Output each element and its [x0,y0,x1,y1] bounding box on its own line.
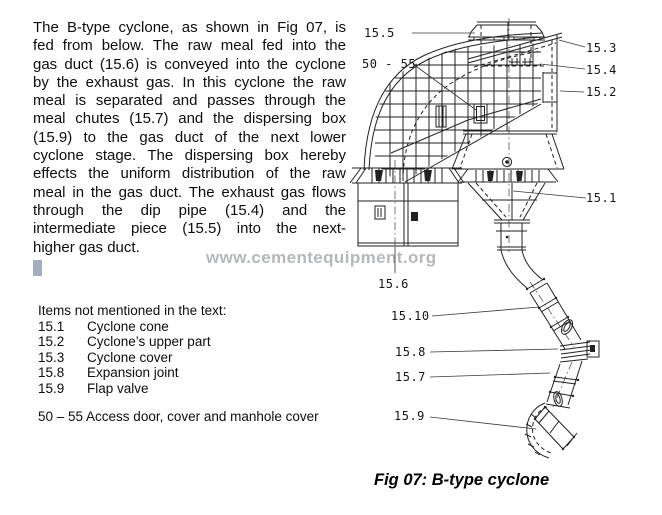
paragraph-line: (15.9) to the gas duct of the next lower [33,128,346,146]
figure-label-15-1: 15.1 [586,191,617,205]
figure-label-15-5: 15.5 [364,26,395,40]
item-number: 15.3 [38,349,65,365]
cyclone-cone-drawing [467,156,546,251]
cyclone-cover-drawing [467,32,563,68]
paragraph-line: through the dip pipe (15.4) and the [33,201,346,219]
paragraph-line: effects the uniform distribution of the … [33,165,346,183]
item-number: 15.9 [38,380,65,396]
figure-label-15-2: 15.2 [586,85,617,99]
paragraph-line: meal chutes (15.7) and the dispersing bo… [33,110,346,128]
figure-label-50-55: 50 - 55 [362,57,417,71]
list-item: 15.9 Flap valve [38,381,348,397]
item-label: Cyclone’s upper part [87,334,211,350]
item-label: Cyclone cover [87,349,173,365]
access-door-note: 50 – 55 Access door, cover and manhole c… [38,409,319,424]
item-number: 15.2 [38,334,65,350]
paragraph-line: meal in the gas duct. The exhaust gas fl… [33,183,346,201]
item-label: Cyclone cone [87,318,169,334]
watermark: www.cementequipment.org [206,248,437,267]
items-list-heading: Items not mentioned in the text: [38,303,227,318]
figure-label-15-7: 15.7 [395,370,426,384]
list-item: 15.2 Cyclone’s upper part [38,334,348,350]
paragraph-line: higher gas duct. [33,238,140,256]
intermediate-piece-drawing [468,21,545,41]
figure-label-15-8: 15.8 [395,345,426,359]
figure-label-15-10: 15.10 [391,309,430,323]
cyclone-upper-part-drawing [463,35,558,135]
figure-caption: Fig 07: B-type cyclone [374,471,550,489]
flap-valve-drawing [524,402,578,459]
item-label: Flap valve [87,380,149,396]
main-paragraph: The B-type cyclone, as shown in Fig 07, … [33,19,346,257]
list-item: 15.3 Cyclone cover [38,350,348,366]
paragraph-line: cyclone stage. The dispersing box hereby [33,147,346,165]
left-support-ring-drawing [349,167,465,184]
paragraph-line: fed from below. The raw meal fed into th… [33,37,346,55]
label-leader-lines [394,32,587,430]
figure-label-15-3: 15.3 [586,41,617,55]
item-label: Expansion joint [87,365,179,381]
paragraph-line: gas duct (15.6) is conveyed into the cyc… [33,55,346,73]
meal-chute-drawing [500,249,582,350]
text-cursor-artifact [33,260,42,276]
figure-label-15-4: 15.4 [586,63,617,77]
paragraph-line: meal is separated and passes through the [33,92,346,110]
list-item: 15.8 Expansion joint [38,365,348,381]
figure-label-15-9: 15.9 [394,409,425,423]
expansion-joint-drawing [545,340,600,409]
gas-duct-box-drawing [357,182,459,247]
access-door-drawing [435,103,488,128]
list-item: 15.1 Cyclone cone [38,319,348,335]
figure-label-15-6: 15.6 [378,277,409,291]
paragraph-line: by the exhaust gas. In this cyclone the … [33,73,346,91]
cone-skirt-drawing [451,133,565,170]
cone-support-ring-drawing [452,168,564,183]
item-number: 15.8 [38,365,65,381]
item-number: 15.1 [38,318,65,334]
paragraph-line: The B-type cyclone, as shown in Fig 07, … [33,19,346,36]
paragraph-line: intermediate piece (15.5) into the next- [33,220,346,238]
